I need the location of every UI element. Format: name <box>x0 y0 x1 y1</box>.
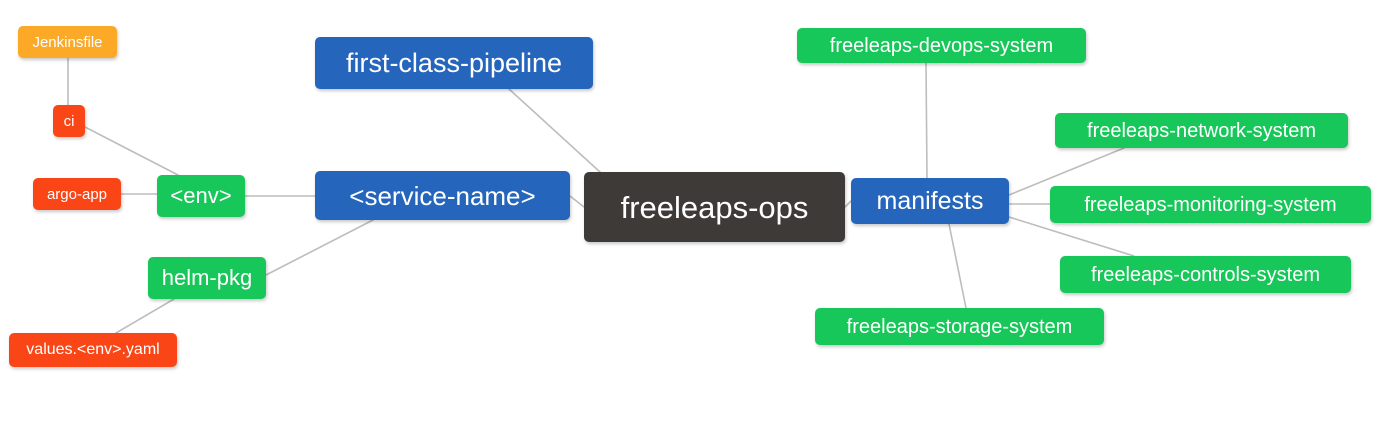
node-label-ci: ci <box>63 112 75 130</box>
node-jenkinsfile[interactable]: Jenkinsfile <box>18 26 117 58</box>
node-helm-pkg[interactable]: helm-pkg <box>148 257 266 299</box>
node-label-argo-app: argo-app <box>46 185 108 203</box>
node-label-env: <env> <box>170 183 232 208</box>
node-env[interactable]: <env> <box>157 175 245 217</box>
node-label-freeleaps-storage-system: freeleaps-storage-system <box>846 315 1073 338</box>
node-argo-app[interactable]: argo-app <box>33 178 121 210</box>
node-freeleaps-storage-system[interactable]: freeleaps-storage-system <box>815 308 1104 345</box>
node-label-values-yaml: values.<env>.yaml <box>26 341 160 358</box>
node-label-freeleaps-devops-system: freeleaps-devops-system <box>829 34 1054 57</box>
node-label-manifests: manifests <box>876 186 984 215</box>
node-label-freeleaps-monitoring-system: freeleaps-monitoring-system <box>1084 193 1337 216</box>
node-service-name[interactable]: <service-name> <box>315 171 570 220</box>
node-label-freeleaps-network-system: freeleaps-network-system <box>1087 119 1316 142</box>
node-label-first-class-pipeline: first-class-pipeline <box>345 47 563 78</box>
node-freeleaps-controls-system[interactable]: freeleaps-controls-system <box>1060 256 1351 293</box>
node-freeleaps-devops-system[interactable]: freeleaps-devops-system <box>797 28 1086 63</box>
node-label-jenkinsfile: Jenkinsfile <box>32 33 103 51</box>
node-freeleaps-network-system[interactable]: freeleaps-network-system <box>1055 113 1348 148</box>
node-values-yaml[interactable]: values.<env>.yaml <box>9 333 177 367</box>
node-freeleaps-monitoring-system[interactable]: freeleaps-monitoring-system <box>1050 186 1371 223</box>
node-label-helm-pkg: helm-pkg <box>161 265 253 290</box>
node-manifests[interactable]: manifests <box>851 178 1009 224</box>
node-ci[interactable]: ci <box>53 105 85 137</box>
node-label-service-name: <service-name> <box>349 180 536 211</box>
node-label-freeleaps-controls-system: freeleaps-controls-system <box>1091 263 1320 286</box>
node-first-class-pipeline[interactable]: first-class-pipeline <box>315 37 593 89</box>
node-label-freeleaps-ops: freeleaps-ops <box>620 189 809 225</box>
node-freeleaps-ops[interactable]: freeleaps-ops <box>584 172 845 242</box>
